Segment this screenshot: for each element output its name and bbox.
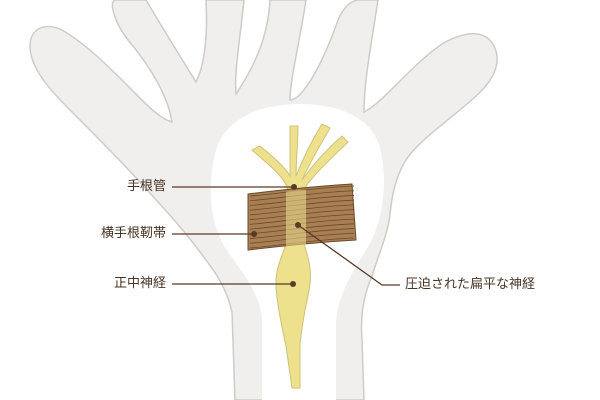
leader-lines (172, 184, 400, 287)
label-compressed-nerve: 圧迫された扁平な神経 (405, 277, 536, 292)
leader-compressed-nerve (297, 224, 400, 286)
label-carpal-tunnel: 手根管 (126, 179, 166, 194)
label-median-nerve: 正中神経 (113, 276, 166, 291)
leader-dot-compressed-nerve (295, 222, 301, 228)
compressed-nerve-segment (286, 190, 306, 248)
leader-dot-median-nerve (290, 281, 296, 287)
leader-dot-carpal-tunnel (291, 184, 297, 190)
leader-dot-ligament (251, 231, 257, 237)
label-transverse-ligament: 横手根靭帯 (100, 226, 166, 241)
